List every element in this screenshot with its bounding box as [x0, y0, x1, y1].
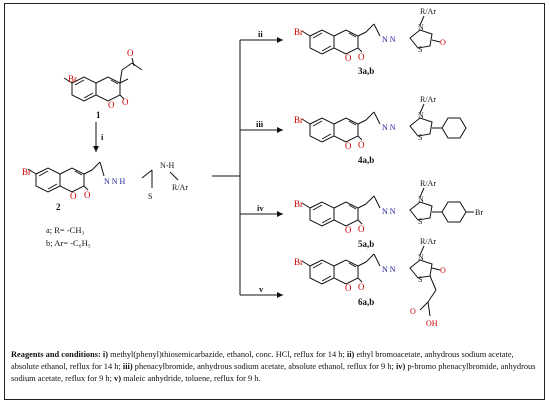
- lactone-o-label-5: O: [358, 224, 365, 234]
- compound-6-label: 6a,b: [358, 297, 374, 307]
- step-iv-label: iv: [257, 203, 264, 213]
- r-ar-label-2: R/Ar: [172, 183, 188, 192]
- ring-n-label-6: N: [418, 253, 424, 262]
- step-ii-label: ii: [258, 29, 263, 39]
- caption-iv-text: p-bromo phenacylbromide, anhydrous sodiu…: [11, 362, 536, 383]
- ring-n-label-4: N: [418, 111, 424, 120]
- lactone-o-label-4: O: [358, 140, 365, 150]
- azine-label-6: N N: [382, 265, 396, 274]
- ring-n-label-5: N: [418, 195, 424, 204]
- ring-o-label-5: O: [345, 225, 352, 235]
- oxo-label-6: O: [440, 266, 446, 275]
- bromo-label-4: Br: [294, 115, 303, 125]
- r-ar-label-4: R/Ar: [420, 95, 436, 104]
- reagents-caption: Reagents and conditions: i) methyl(pheny…: [11, 349, 539, 385]
- lactone-o-label-6: O: [358, 282, 365, 292]
- acid-o-label-6: O: [410, 307, 416, 316]
- step-v-label: v: [259, 284, 264, 294]
- bromo-label-2: Br: [22, 167, 31, 177]
- caption-ii-marker: ii): [346, 350, 355, 359]
- ring-o-label-6: O: [345, 283, 352, 293]
- caption-ii-text: ethyl bromoacetate, anhydrous sodium ace…: [11, 350, 514, 371]
- substituent-b-label: b; Ar= -C₆H₅: [46, 238, 91, 248]
- acid-oh-label-6: OH: [426, 319, 438, 328]
- compound-3-label: 3a,b: [358, 66, 374, 76]
- phenyl-ring-4: [441, 117, 467, 139]
- ring-o-label-3: O: [345, 53, 352, 63]
- r-ar-label-3: R/Ar: [420, 7, 436, 16]
- lactone-o-label-2: O: [84, 190, 91, 200]
- thione-s-label-2: S: [148, 192, 152, 201]
- caption-i-text: methyl(phenyl)thiosemicarbazide, ethanol…: [110, 350, 345, 359]
- compound-1-label: 1: [96, 110, 101, 120]
- ring-n-label-3: N: [418, 23, 424, 32]
- bromo-para-label-5: Br: [475, 208, 483, 217]
- thiazole-s-label-4: S: [418, 133, 422, 142]
- bromo-label-1: Br: [68, 74, 77, 84]
- compound-4-label: 4a,b: [358, 155, 374, 165]
- r-ar-label-6: R/Ar: [420, 237, 436, 246]
- hydrazone-label-2: N N H: [104, 177, 126, 186]
- compound-2-label: 2: [56, 202, 61, 212]
- thiazole-s-label-6: S: [418, 275, 422, 284]
- step-i-label: i: [101, 132, 104, 142]
- structure-compound-5: Br O O N N S N R/Ar Br 5a,b: [294, 179, 483, 249]
- substituent-a-label: a; R= -CH₃: [46, 225, 84, 235]
- oxo-label-3: O: [440, 38, 446, 47]
- structure-compound-4: Br O O N N S N R/Ar 4a,b: [294, 95, 467, 165]
- ring-o-label-4: O: [345, 141, 352, 151]
- azine-label-4: N N: [382, 123, 396, 132]
- caption-i-marker: i): [102, 350, 109, 359]
- ring-o-label-1: O: [108, 100, 115, 110]
- structure-compound-6: Br O O N N S N R/Ar O O OH 6a,b: [294, 237, 446, 328]
- bromo-label-6: Br: [294, 257, 303, 267]
- azine-label-3: N N: [382, 35, 396, 44]
- caption-iii-text: phenacylbromide, anhydrous sodium acetat…: [134, 362, 394, 371]
- lactone-o-label-1: O: [122, 97, 129, 107]
- structure-compound-2: Br O O N N H S N-H R/Ar 2 a; R= -CH₃ b; …: [22, 161, 188, 248]
- structure-compound-3: Br O O N N S N R/Ar O 3a,b: [294, 7, 446, 76]
- caption-v-marker: v): [114, 374, 122, 383]
- nh-label-2: N-H: [160, 161, 174, 170]
- bromo-label-5: Br: [294, 199, 303, 209]
- caption-v-text: maleic anhydride, toluene, reflux for 9 …: [123, 374, 261, 383]
- step-iii-label: iii: [256, 119, 264, 129]
- structure-compound-1: Br O O O 1: [63, 48, 143, 120]
- thiazole-s-label-5: S: [418, 217, 422, 226]
- azine-label-5: N N: [382, 207, 396, 216]
- bromophenyl-ring-5: [441, 201, 467, 223]
- lactone-o-label-3: O: [358, 52, 365, 62]
- r-ar-label-5: R/Ar: [420, 179, 436, 188]
- ring-o-label-2: O: [70, 191, 77, 201]
- caption-heading: Reagents and conditions:: [11, 350, 101, 359]
- ketone-o-label-1: O: [127, 48, 134, 58]
- thiazole-s-label-3: S: [418, 45, 422, 54]
- caption-iii-marker: iii): [122, 362, 133, 371]
- compound-5-label: 5a,b: [358, 239, 374, 249]
- caption-iv-marker: iv): [395, 362, 406, 371]
- bromo-label-3: Br: [294, 27, 303, 37]
